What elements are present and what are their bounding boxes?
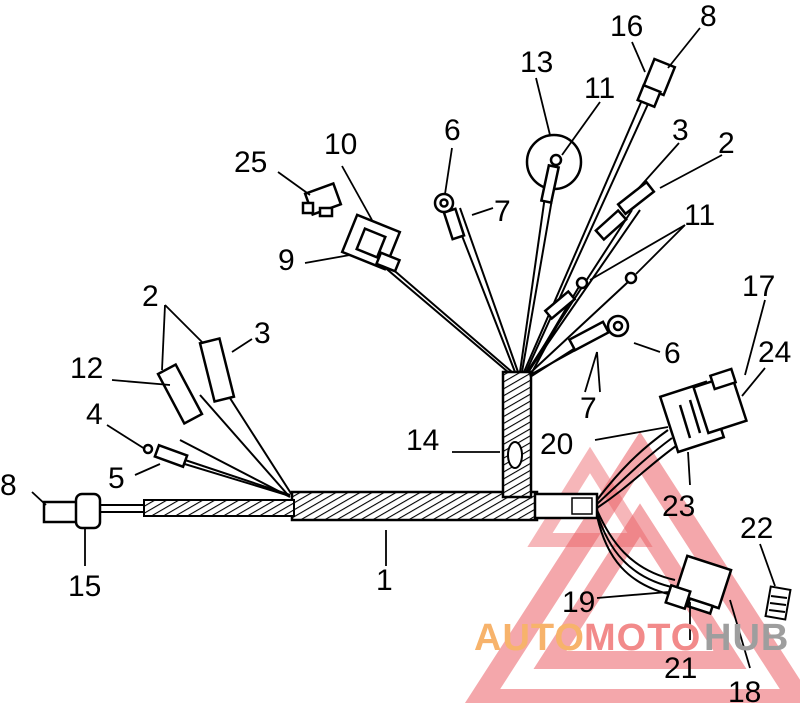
callout-19: 19: [562, 586, 595, 619]
callout-3-right: 3: [672, 114, 689, 147]
upper-fan-wires: [361, 99, 649, 378]
small-ring-terminals: [543, 271, 638, 321]
right-branch-wires: [596, 429, 678, 597]
callout-10: 10: [324, 128, 357, 161]
callout-13: 13: [520, 46, 553, 79]
callout-11-right: 11: [684, 199, 715, 232]
callout-8-top: 8: [700, 0, 717, 33]
connector-9-10: [340, 213, 402, 273]
callout-1: 1: [376, 564, 393, 597]
callout-20: 20: [540, 428, 573, 461]
callout-9: 9: [278, 244, 295, 277]
watermark-wordmark: AUTO MOTO HUB: [474, 617, 789, 659]
callout-4: 4: [86, 398, 103, 431]
callout-15: 15: [68, 570, 101, 603]
ring-terminal-upper: [433, 192, 466, 241]
callout-7-upper: 7: [494, 195, 511, 228]
watermark-moto: MOTO: [584, 617, 701, 659]
callout-22: 22: [740, 512, 773, 545]
part-22: [764, 585, 792, 621]
clip-25: [301, 181, 343, 218]
left-terminals: [142, 336, 236, 469]
callout-16: 16: [610, 10, 643, 43]
callout-2-left: 2: [142, 280, 159, 313]
callout-12: 12: [70, 352, 103, 385]
callout-24: 24: [758, 336, 791, 369]
callout-6-upper: 6: [444, 114, 461, 147]
callout-18: 18: [728, 676, 761, 703]
callout-2-right: 2: [718, 127, 735, 160]
main-trunk: [143, 370, 599, 522]
watermark-hub: HUB: [704, 617, 789, 659]
callout-17: 17: [742, 270, 775, 303]
connector-16: [636, 57, 677, 109]
callout-7-lower: 7: [580, 392, 597, 425]
left-branch-wires: [154, 394, 293, 498]
callout-25: 25: [234, 146, 267, 179]
callout-21: 21: [664, 652, 697, 685]
callout-14: 14: [406, 424, 439, 457]
callout-8-left: 8: [0, 469, 17, 502]
callout-11-top: 11: [584, 72, 615, 105]
callout-6-right: 6: [664, 337, 681, 370]
ground-disc-13: [525, 133, 583, 205]
callout-3-left: 3: [254, 317, 271, 350]
ring-terminal-right: [567, 314, 630, 352]
connector-block-17-24: [658, 367, 749, 454]
watermark-auto: AUTO: [474, 617, 585, 659]
connector-18-19-21: [664, 554, 733, 616]
callout-5: 5: [108, 462, 125, 495]
upper-right-terminals: [594, 180, 656, 242]
leader-lines: [31, 27, 776, 669]
callout-23: 23: [662, 490, 695, 523]
connector-15: [42, 492, 145, 530]
